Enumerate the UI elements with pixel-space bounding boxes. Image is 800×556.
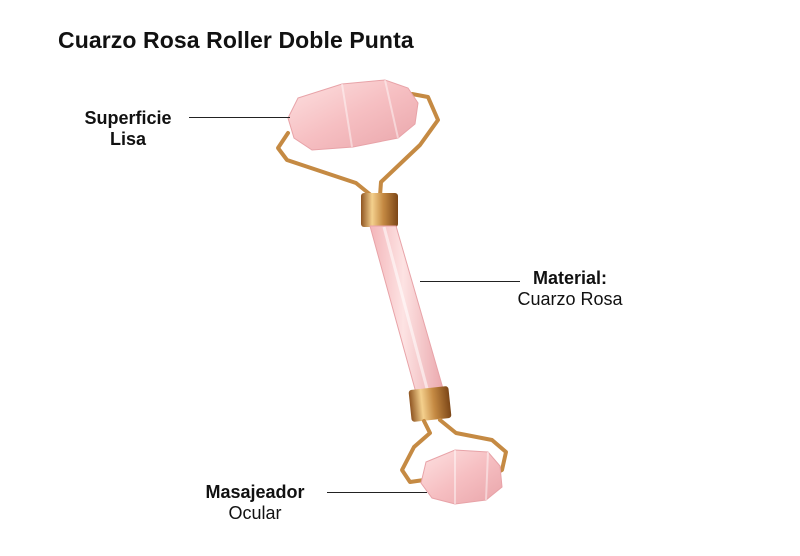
- callout-material: Material: Cuarzo Rosa: [500, 268, 640, 310]
- top-gold-ferrule: [361, 193, 398, 227]
- rose-quartz-handle: [369, 225, 445, 401]
- small-roller-stone: [420, 449, 503, 505]
- leader-line-superficie: [189, 117, 290, 118]
- callout-masajeador: Masajeador Ocular: [188, 482, 322, 524]
- callout-material-line1: Material:: [532, 268, 608, 288]
- upper-frame-wire: [276, 92, 440, 198]
- leader-line-masajeador: [327, 492, 427, 493]
- large-roller-stone: [287, 79, 419, 151]
- callout-superficie: Superficie Lisa: [70, 108, 186, 150]
- callout-masajeador-line1: Masajeador: [205, 482, 305, 502]
- callout-masajeador-line2: Ocular: [228, 503, 282, 523]
- callout-superficie-line1: Superficie: [84, 108, 172, 128]
- leader-line-material: [420, 281, 520, 282]
- callout-material-line2: Cuarzo Rosa: [517, 289, 623, 309]
- page-title: Cuarzo Rosa Roller Doble Punta: [58, 27, 414, 53]
- callout-superficie-line2: Lisa: [109, 129, 147, 149]
- bottom-gold-ferrule: [408, 386, 452, 422]
